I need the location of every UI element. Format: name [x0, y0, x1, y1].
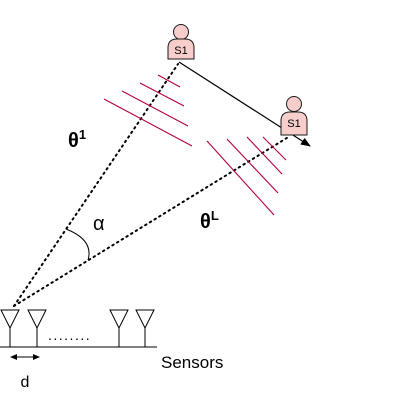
- wavefront-line: [206, 140, 275, 216]
- wavefront-line: [262, 136, 287, 161]
- spacing-label: d: [21, 374, 30, 391]
- sensor-antenna-2: [27, 309, 47, 347]
- source-1-person: S1: [167, 24, 195, 60]
- ray-to-source-1: [13, 63, 179, 307]
- wavefront-line: [226, 138, 279, 194]
- source-2-body: [280, 111, 308, 136]
- wavefronts-source-1: [103, 74, 193, 147]
- antenna-icon: [135, 309, 155, 330]
- source-2-label: S1: [287, 118, 300, 130]
- sensor-antenna-1: [0, 309, 20, 347]
- wavefront-line: [246, 136, 283, 175]
- antenna-icon: [27, 309, 47, 330]
- array-gap-dots: ........: [48, 327, 91, 343]
- source-2-person: S1: [280, 96, 308, 136]
- wavefront-line: [103, 98, 193, 147]
- antenna-icon: [109, 309, 129, 330]
- wavefronts-source-2: [206, 136, 287, 216]
- source-1-label: S1: [174, 45, 187, 57]
- theta-1-label: θ1: [68, 127, 86, 152]
- sensor-antenna-4: [135, 309, 155, 347]
- sensor-antenna-3: [109, 309, 129, 347]
- alpha-label: α: [93, 213, 105, 235]
- wavefront-line: [139, 82, 185, 107]
- wavefront-line: [121, 90, 189, 127]
- wavefront-line: [157, 74, 181, 88]
- alpha-arc: [65, 228, 90, 261]
- theta-L-label: θL: [200, 208, 219, 233]
- sensors-label: Sensors: [161, 353, 223, 372]
- source-1-head: [173, 24, 189, 40]
- ray-to-source-2: [13, 135, 291, 307]
- antenna-icon: [0, 309, 20, 330]
- source-1-body: [167, 38, 195, 60]
- source-2-head: [286, 96, 302, 112]
- sensor-array: ........ d Sensors: [0, 309, 223, 391]
